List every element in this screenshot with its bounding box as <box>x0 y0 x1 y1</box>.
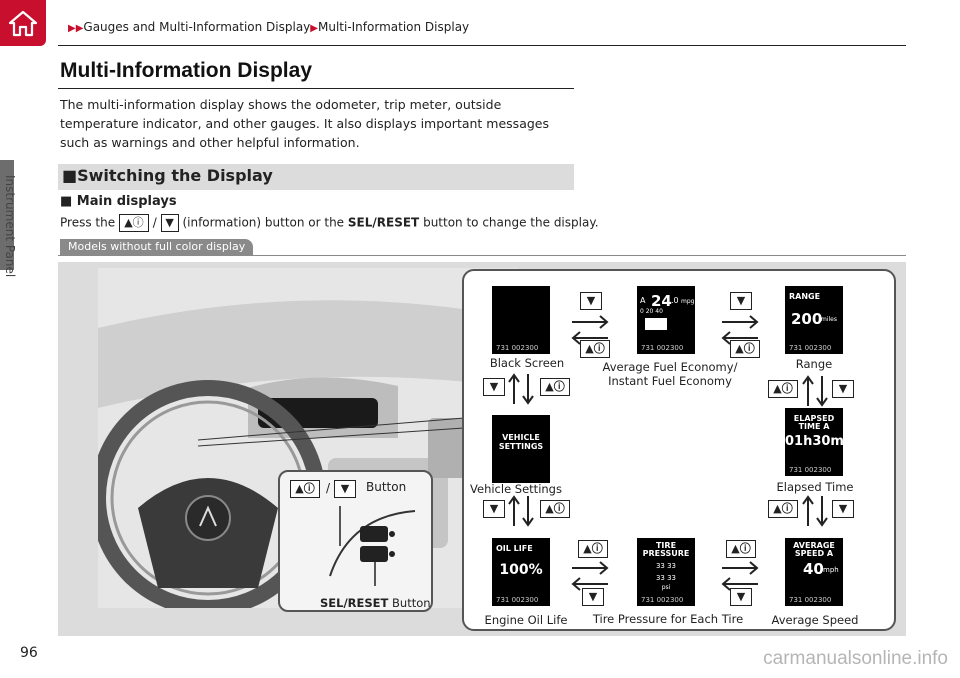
arrow-left-icon <box>571 577 608 591</box>
label-range: Range <box>795 357 833 371</box>
up-key-icon: ▲ⓘ <box>768 500 798 518</box>
model-tag: Models without full color display <box>60 239 254 255</box>
arrow-updown-icon <box>802 495 828 527</box>
sel-reset-label: SEL/RESET Button <box>320 596 431 610</box>
home-icon <box>8 10 38 37</box>
breadcrumb-link-mid[interactable]: Multi-Information Display <box>317 20 470 34</box>
screen-vehicle-settings: VEHICLE SETTINGS <box>492 415 550 483</box>
down-key-icon: ▼ <box>832 500 854 518</box>
steering-button-inset: ▲ⓘ / ▼ Button SEL/RESET Button <box>278 470 433 612</box>
label-engine-oil-life: Engine Oil Life <box>484 613 568 627</box>
breadcrumb-arrow-icon: ▶▶ <box>68 23 84 34</box>
label-vehicle-settings: Vehicle Settings <box>470 482 562 496</box>
arrow-left-icon <box>721 331 758 345</box>
instruction-text: Press the ▲ⓘ / ▼ (information) button or… <box>60 214 599 232</box>
down-key-icon: ▼ <box>730 292 752 310</box>
header-divider <box>58 45 906 46</box>
up-key-icon: ▲ⓘ <box>540 378 570 396</box>
label-tire-pressure: Tire Pressure for Each Tire <box>592 612 744 626</box>
screen-average-speed: AVERAGE SPEED A 40 mph 731 002300 <box>785 538 843 606</box>
intro-paragraph: The multi-information display shows the … <box>60 97 549 150</box>
arrow-left-icon <box>571 331 608 345</box>
down-key-icon: ▼ <box>580 292 602 310</box>
arrow-updown-icon <box>802 375 828 407</box>
steering-control-icon <box>329 506 416 586</box>
screen-fuel-economy: A 24 .0 mpg 0 20 40 731 002300 <box>637 286 695 354</box>
fuel-bar <box>645 318 667 330</box>
screen-range: RANGE 200 miles 731 002300 <box>785 286 843 354</box>
up-key-icon: ▲ⓘ <box>768 380 798 398</box>
side-tab-marker <box>0 160 14 270</box>
down-key-icon: ▼ <box>832 380 854 398</box>
screen-tire-pressure: TIRE PRESSURE 33 33 33 33 psi 731 002300 <box>637 538 695 606</box>
arrow-right-icon <box>722 561 759 575</box>
breadcrumb: ▶▶Gauges and Multi-Information Display▶M… <box>68 20 469 34</box>
down-key-icon: ▼ <box>483 378 505 396</box>
panel-divider <box>58 255 906 256</box>
label-average-speed: Average Speed <box>771 613 859 627</box>
page-title: Multi-Information Display <box>60 59 312 82</box>
arrow-right-icon <box>572 315 609 329</box>
arrow-right-icon <box>572 561 609 575</box>
screen-oil-life: OIL LIFE 100% 731 002300 <box>492 538 550 606</box>
down-key-icon: ▼ <box>483 500 505 518</box>
footer-watermark: carmanualsonline.info <box>763 648 948 669</box>
up-key-icon: ▲ⓘ <box>578 540 608 558</box>
up-key-icon: ▲ⓘ <box>726 540 756 558</box>
arrow-updown-icon <box>508 373 534 405</box>
arrow-left-icon <box>721 577 758 591</box>
info-up-button-icon: ▲ⓘ <box>118 214 149 232</box>
screen-elapsed-time: ELAPSED TIME A 01h30m 731 002300 <box>785 408 843 476</box>
screen-black: 731 002300 <box>492 286 550 354</box>
page-number: 96 <box>20 645 38 661</box>
arrow-updown-icon <box>508 495 534 527</box>
up-key-icon: ▲ⓘ <box>730 340 760 358</box>
title-divider <box>58 88 574 89</box>
info-down-button-icon: ▼ <box>160 214 179 232</box>
info-down-key-icon: ▼ <box>334 480 356 498</box>
info-up-key-icon: ▲ⓘ <box>290 480 320 498</box>
label-elapsed-time: Elapsed Time <box>776 480 854 494</box>
up-key-icon: ▲ⓘ <box>540 500 570 518</box>
breadcrumb-link-gauges[interactable]: Gauges and Multi-Information Display <box>83 20 311 34</box>
home-button[interactable] <box>0 0 46 46</box>
down-key-icon: ▼ <box>730 588 752 606</box>
up-key-icon: ▲ⓘ <box>580 340 610 358</box>
info-button-label: Button <box>366 480 407 494</box>
side-tab[interactable]: Instrument Panel <box>3 175 17 278</box>
label-fuel-economy: Average Fuel Economy/Instant Fuel Econom… <box>602 360 738 388</box>
section-heading: ■Switching the Display <box>58 164 574 190</box>
breadcrumb-arrow-icon: ▶ <box>310 23 318 34</box>
down-key-icon: ▼ <box>582 588 604 606</box>
label-black-screen: Black Screen <box>489 356 565 370</box>
arrow-right-icon <box>722 315 759 329</box>
subsection-heading: ■ Main displays <box>60 194 177 209</box>
